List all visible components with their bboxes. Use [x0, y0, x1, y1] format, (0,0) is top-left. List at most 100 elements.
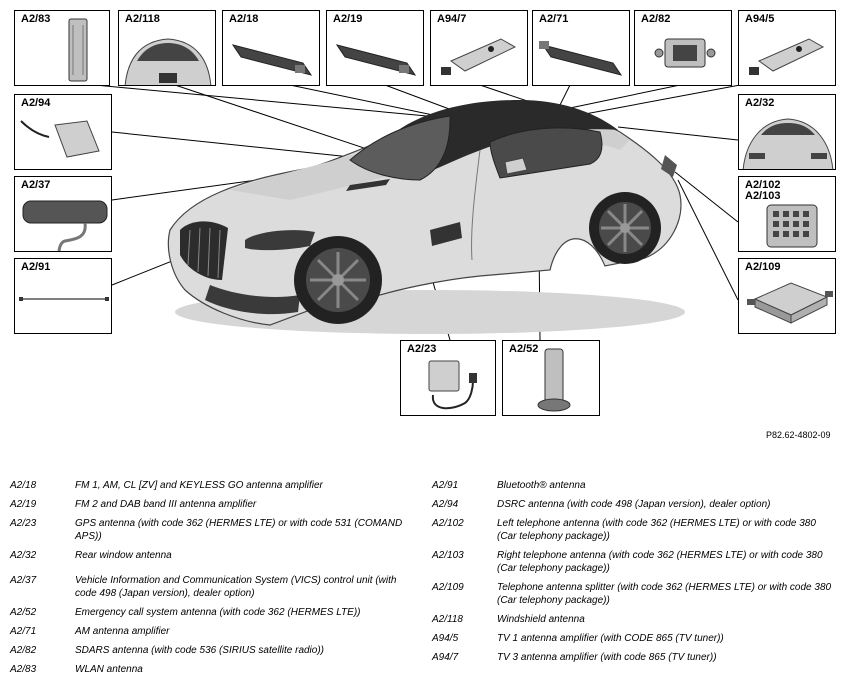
- antenna-amplifier-icon: [335, 44, 417, 76]
- emergency-call-antenna-icon: [537, 348, 571, 412]
- callout-a2-118: A2/118: [118, 10, 216, 86]
- callout-label: A94/7: [437, 13, 467, 25]
- dsrc-antenna-icon: [20, 120, 100, 158]
- legend-row: A2/109 Telephone antenna splitter (with …: [432, 581, 836, 613]
- legend-code: A2/91: [432, 480, 459, 491]
- legend-code: A2/109: [432, 582, 464, 593]
- callout-a2-91: A2/91: [14, 258, 112, 334]
- rear-window-antenna-icon: [742, 118, 834, 169]
- callout-a2-52: A2/52: [502, 340, 600, 416]
- legend-code: A2/37: [10, 575, 37, 586]
- legend-code: A94/5: [432, 633, 459, 644]
- legend-description: GPS antenna (with code 362 (HERMES LTE) …: [75, 518, 403, 542]
- callout-a2-32: A2/32: [738, 94, 836, 170]
- legend-description: Right telephone antenna (with code 362 (…: [497, 550, 823, 574]
- callout-a2-109: A2/109: [738, 258, 836, 334]
- callout-label: A2/23: [407, 343, 437, 355]
- callout-label: A2/18: [229, 13, 259, 25]
- wlan-antenna-icon: [68, 18, 88, 82]
- legend-row: A2/83 WLAN antenna: [10, 663, 420, 682]
- legend-description: Windshield antenna: [497, 614, 585, 625]
- legend-code: A2/82: [10, 645, 37, 656]
- legend-code: A2/83: [10, 664, 37, 675]
- legend-row: A2/23 GPS antenna (with code 362 (HERMES…: [10, 517, 420, 549]
- legend-row: A2/32 Rear window antenna: [10, 549, 420, 574]
- legend-row: A2/102 Left telephone antenna (with code…: [432, 517, 836, 549]
- legend-description: TV 3 antenna amplifier (with code 865 (T…: [497, 652, 717, 663]
- callout-a2-83: A2/83: [14, 10, 110, 86]
- legend-code: A2/71: [10, 626, 37, 637]
- legend-description: Bluetooth® antenna: [497, 480, 586, 491]
- callout-label: A2/102: [745, 179, 781, 191]
- legend-description: Emergency call system antenna (with code…: [75, 607, 361, 618]
- callout-a2-82: A2/82: [634, 10, 732, 86]
- legend-row: A2/94 DSRC antenna (with code 498 (Japan…: [432, 498, 836, 517]
- callout-a2-71: A2/71: [532, 10, 630, 86]
- antenna-amplifier-icon: [231, 44, 313, 76]
- legend-description: TV 1 antenna amplifier (with CODE 865 (T…: [497, 633, 724, 644]
- legend-description: SDARS antenna (with code 536 (SIRIUS sat…: [75, 645, 325, 656]
- legend-code: A2/94: [432, 499, 459, 510]
- legend-code: A94/7: [432, 652, 459, 663]
- legend-code: A2/118: [432, 614, 463, 625]
- callout-label: A2/82: [641, 13, 671, 25]
- legend-code: A2/32: [10, 550, 37, 561]
- legend-description: FM 2 and DAB band III antenna amplifier: [75, 499, 257, 510]
- tv-antenna-amplifier-icon: [441, 38, 517, 75]
- legend-code: A2/19: [10, 499, 37, 510]
- legend-description: Vehicle Information and Communication Sy…: [75, 575, 397, 599]
- callout-a2-94: A2/94: [14, 94, 112, 170]
- callout-label: A2/91: [21, 261, 51, 273]
- gps-antenna-icon: [428, 360, 477, 410]
- legend-description: Left telephone antenna (with code 362 (H…: [497, 518, 816, 542]
- callout-a94-7: A94/7: [430, 10, 528, 86]
- legend-row: A2/82 SDARS antenna (with code 536 (SIRI…: [10, 644, 420, 663]
- legend-column-right: A2/91 Bluetooth® antenna A2/94 DSRC ante…: [432, 479, 836, 670]
- callout-a2-19: A2/19: [326, 10, 424, 86]
- legend-code: A2/52: [10, 607, 37, 618]
- callout-label: A2/103: [745, 190, 781, 202]
- legend-description: DSRC antenna (with code 498 (Japan versi…: [497, 499, 771, 510]
- callout-label: A94/5: [745, 13, 775, 25]
- legend-row: A2/103 Right telephone antenna (with cod…: [432, 549, 836, 581]
- legend-row: A2/71 AM antenna amplifier: [10, 625, 420, 644]
- legend-row: A2/19 FM 2 and DAB band III antenna ampl…: [10, 498, 420, 517]
- car-illustration: [167, 100, 685, 334]
- callout-a2-37: A2/37: [14, 176, 112, 252]
- legend-row: A2/37 Vehicle Information and Communicat…: [10, 574, 420, 606]
- legend-row: A2/18 FM 1, AM, CL [ZV] and KEYLESS GO a…: [10, 479, 420, 498]
- callout-label: A2/83: [21, 13, 51, 25]
- legend-row: A2/118 Windshield antenna: [432, 613, 836, 632]
- callout-label: A2/37: [21, 179, 51, 191]
- callout-label: A2/52: [509, 343, 539, 355]
- tv-antenna-amplifier-icon: [749, 38, 825, 75]
- callout-a94-5: A94/5: [738, 10, 836, 86]
- sdars-antenna-icon: [654, 38, 716, 68]
- callout-label: A2/94: [21, 97, 51, 109]
- callout-a2-18: A2/18: [222, 10, 320, 86]
- legend-code: A2/103: [432, 550, 464, 561]
- legend-description: Telephone antenna splitter (with code 36…: [497, 582, 832, 606]
- legend-row: A94/7 TV 3 antenna amplifier (with code …: [432, 651, 836, 670]
- callout-label: A2/71: [539, 13, 569, 25]
- legend-description: AM antenna amplifier: [75, 626, 170, 637]
- antenna-splitter-icon: [747, 282, 833, 324]
- telephone-antenna-icon: [766, 204, 818, 248]
- callout-a2-102-103: A2/102 A2/103: [738, 176, 836, 252]
- reference-number: P82.62-4802-09: [766, 430, 831, 440]
- legend-code: A2/102: [432, 518, 464, 529]
- am-antenna-amplifier-icon: [539, 41, 623, 76]
- callout-label: A2/19: [333, 13, 363, 25]
- legend-row: A2/52 Emergency call system antenna (wit…: [10, 606, 420, 625]
- callout-label: A2/118: [125, 13, 160, 25]
- callout-label: A2/109: [745, 261, 781, 273]
- legend-row: A94/5 TV 1 antenna amplifier (with CODE …: [432, 632, 836, 651]
- legend-description: Rear window antenna: [75, 550, 172, 561]
- windshield-antenna-icon: [124, 38, 212, 85]
- vics-control-unit-icon: [22, 200, 108, 251]
- callout-a2-23: A2/23: [400, 340, 496, 416]
- legend-row: A2/91 Bluetooth® antenna: [432, 479, 836, 498]
- legend-code: A2/18: [10, 480, 37, 491]
- bluetooth-antenna-icon: [19, 297, 109, 301]
- legend-code: A2/23: [10, 518, 37, 529]
